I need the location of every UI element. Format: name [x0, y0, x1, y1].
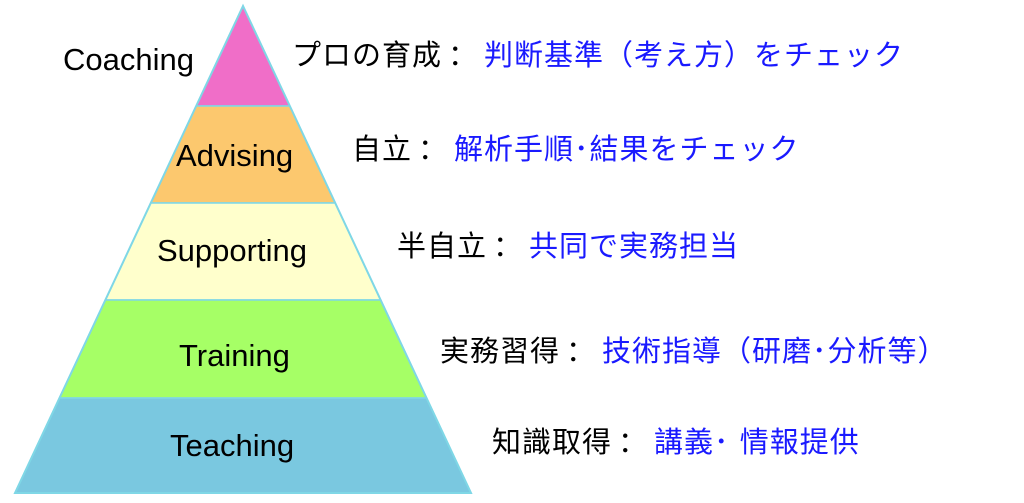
- desc-lead: 半自立: [397, 229, 488, 263]
- tier-label-teaching: Teaching: [170, 428, 295, 463]
- desc-detail: 判断基準（考え方）をチェック: [484, 38, 905, 72]
- tier-coaching-band: [195, 4, 291, 107]
- tier-label-supporting: Supporting: [157, 233, 307, 268]
- tier-desc-training: 実務習得：技術指導（研磨･分析等）: [440, 337, 948, 366]
- desc-lead: プロの育成: [292, 38, 443, 72]
- tier-desc-teaching: 知識取得：講義･ 情報提供: [492, 428, 860, 457]
- desc-separator: ：: [566, 334, 597, 368]
- desc-detail: 講義･ 情報提供: [654, 425, 860, 459]
- desc-detail: 共同で実務担当: [529, 229, 740, 263]
- desc-lead: 知識取得: [492, 425, 613, 459]
- tier-desc-supporting: 半自立：共同で実務担当: [397, 232, 739, 261]
- tier-desc-advising: 自立：解析手順･結果をチェック: [352, 135, 800, 164]
- tier-label-advising: Advising: [176, 138, 294, 173]
- desc-separator: ：: [493, 229, 524, 263]
- tier-desc-coaching: プロの育成：判断基準（考え方）をチェック: [292, 41, 904, 70]
- pyramid-outline: [13, 3, 473, 494]
- tier-label-coaching: Coaching: [63, 42, 194, 77]
- desc-detail: 技術指導（研磨･分析等）: [602, 334, 948, 368]
- desc-lead: 自立: [352, 132, 413, 166]
- desc-detail: 解析手順･結果をチェック: [454, 132, 800, 166]
- desc-lead: 実務習得: [440, 334, 561, 368]
- tier-label-training: Training: [179, 338, 290, 373]
- desc-separator: ：: [418, 132, 449, 166]
- desc-separator: ：: [448, 38, 479, 72]
- desc-separator: ：: [618, 425, 649, 459]
